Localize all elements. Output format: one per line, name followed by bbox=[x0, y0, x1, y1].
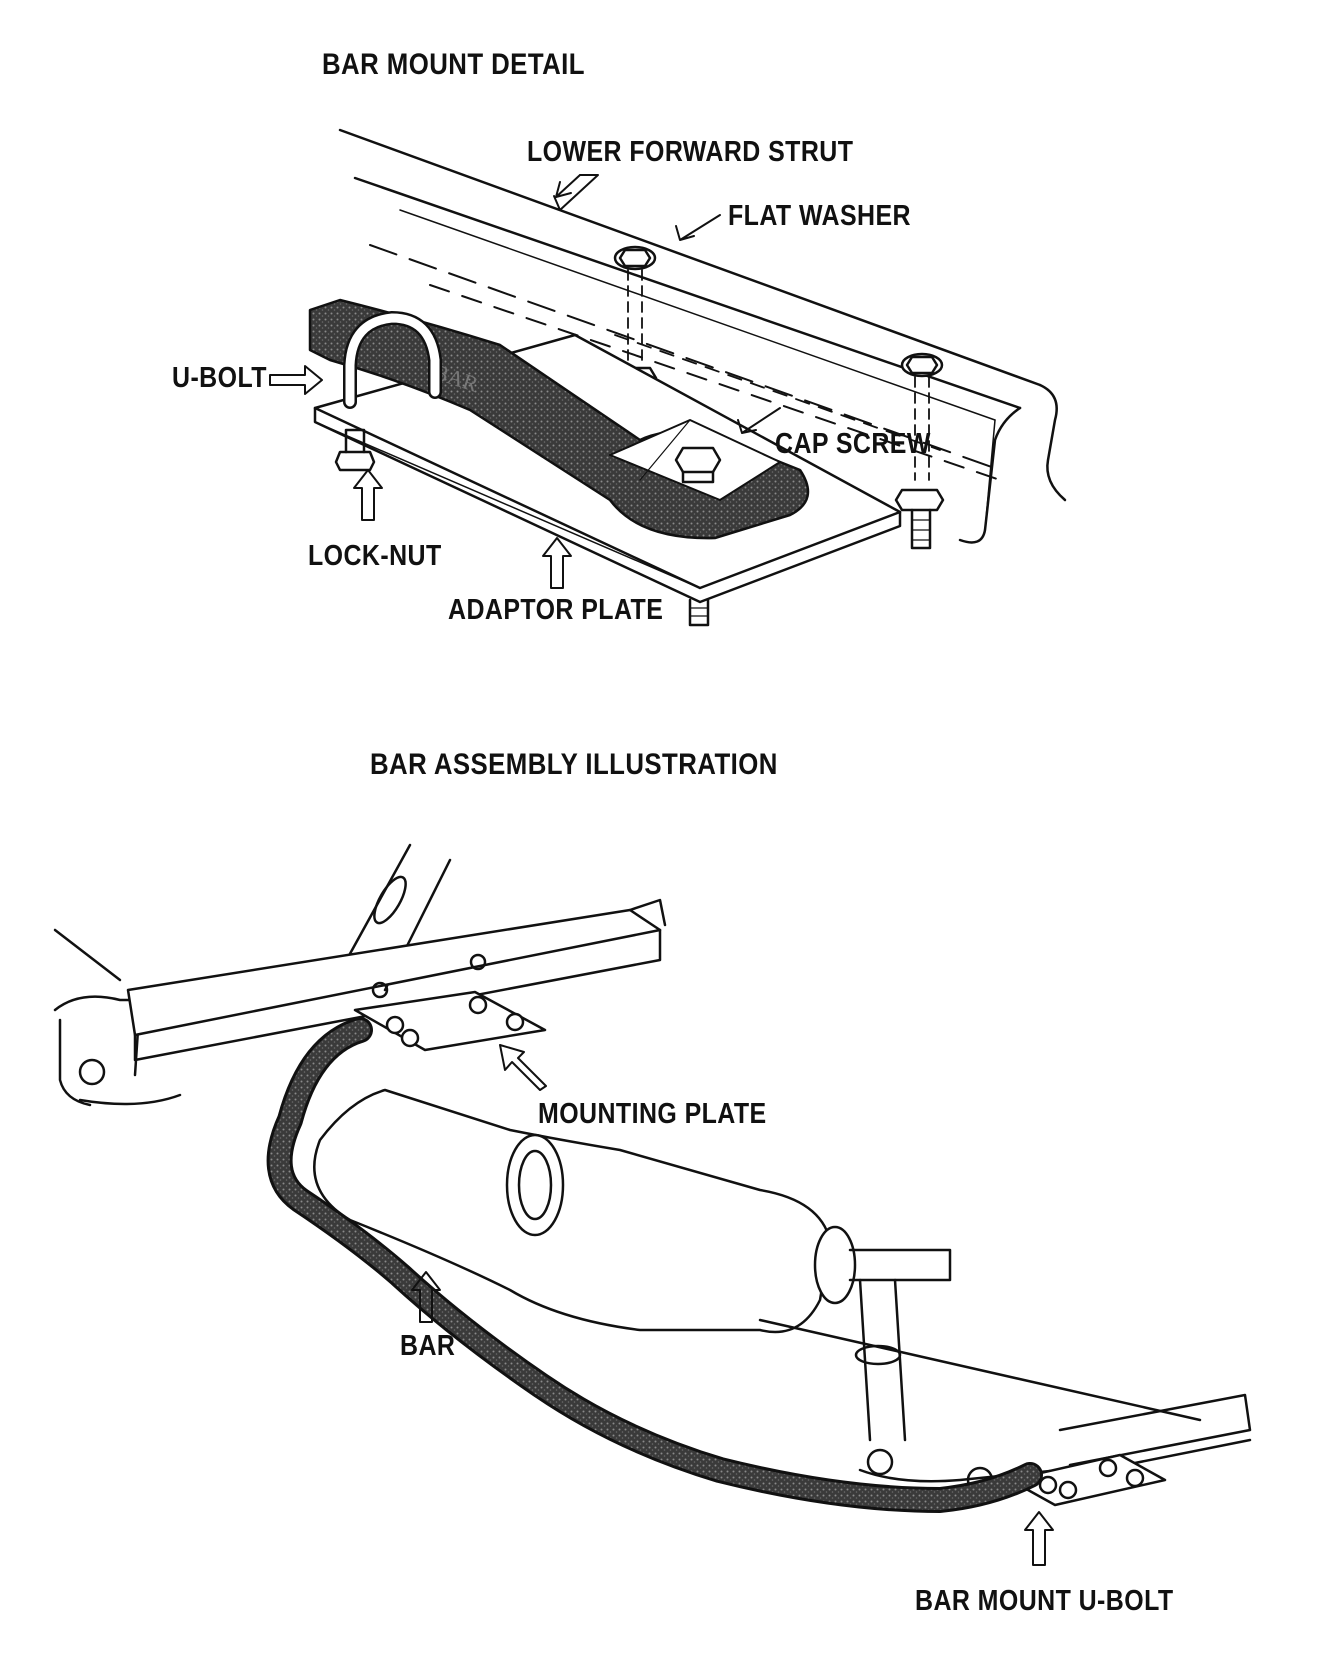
u-bolt-part bbox=[334, 311, 442, 472]
bar-mount-u-bolt-part bbox=[1008, 1453, 1167, 1507]
bar-assembly-drawing bbox=[53, 843, 1252, 1566]
bar-mount-u-bolt-label: BAR MOUNT U-BOLT bbox=[915, 1585, 1174, 1617]
flat-washer bbox=[613, 245, 944, 378]
adaptor-plate-label: ADAPTOR PLATE bbox=[448, 594, 664, 626]
cross-member-channel bbox=[126, 898, 667, 1062]
right-frame-rail bbox=[758, 1318, 1252, 1494]
mounting-plate-label: MOUNTING PLATE bbox=[538, 1098, 767, 1130]
bottom-callout-arrows bbox=[411, 1044, 1054, 1566]
bar-mount-detail-drawing: BAR bbox=[269, 128, 1067, 627]
u-bolt-label: U-BOLT bbox=[172, 362, 267, 394]
muffler-body bbox=[313, 1088, 857, 1334]
lock-nut-label: LOCK-NUT bbox=[308, 540, 442, 572]
cap-screw bbox=[674, 446, 722, 627]
cap-screw-label: CAP SCREW bbox=[775, 428, 931, 460]
left-frame-rail bbox=[53, 928, 182, 1107]
lower-forward-strut-label: LOWER FORWARD STRUT bbox=[527, 136, 854, 168]
bar-label: BAR bbox=[400, 1330, 456, 1362]
flat-washer-label: FLAT WASHER bbox=[728, 200, 911, 232]
top-callout-arrows bbox=[269, 174, 781, 589]
mounting-plate-part bbox=[353, 990, 547, 1052]
bar-assembly-title: BAR ASSEMBLY ILLUSTRATION bbox=[370, 748, 778, 781]
bar-mount-detail-title: BAR MOUNT DETAIL bbox=[322, 48, 585, 81]
